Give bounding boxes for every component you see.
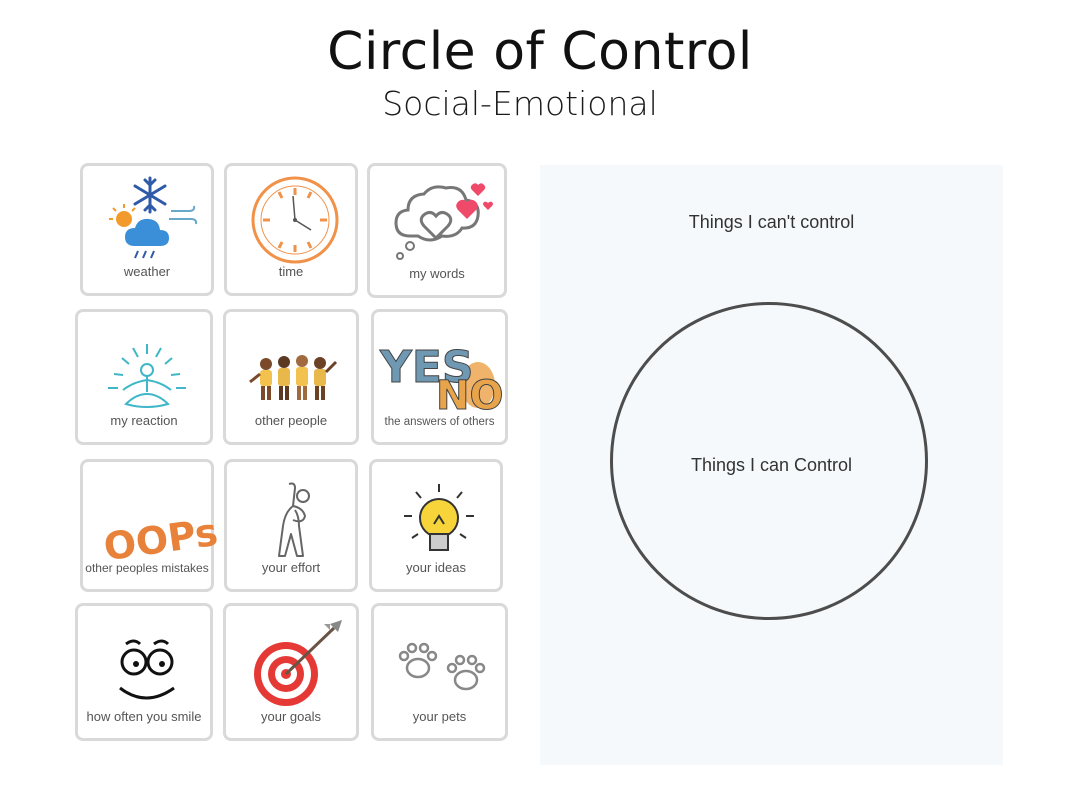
card-your-effort[interactable]: your effort — [224, 459, 358, 592]
thought-bubble-heart-icon — [394, 183, 493, 260]
control-panel: Things I can't control Things I can Cont… — [540, 165, 1003, 765]
card-label: how often you smile — [86, 709, 202, 724]
smiley-face-icon — [119, 639, 175, 700]
lightbulb-icon — [404, 484, 474, 551]
oops-icon: OOPs — [101, 510, 217, 569]
card-label: your ideas — [406, 560, 466, 575]
page-title: Circle of Control — [327, 22, 753, 82]
card-label: weather — [123, 264, 171, 279]
yes-art-text: YES — [379, 342, 474, 393]
card-label: your pets — [412, 709, 467, 724]
card-label: other people — [254, 413, 328, 428]
cant-control-label: Things I can't control — [688, 212, 855, 232]
paw-prints-icon — [398, 642, 486, 691]
card-time[interactable]: time — [224, 163, 358, 296]
circle-of-control — [610, 302, 928, 620]
meditating-person-icon — [108, 344, 186, 408]
card-other-people[interactable]: other people — [223, 309, 359, 445]
card-label: my reaction — [110, 413, 178, 428]
card-your-pets[interactable]: your pets — [371, 603, 508, 741]
card-label: your effort — [261, 560, 321, 575]
target-arrow-icon — [254, 620, 342, 706]
group-of-people-icon — [249, 355, 338, 400]
card-your-goals[interactable]: your goals — [223, 603, 359, 741]
stretching-person-icon — [278, 482, 310, 557]
card-label: other peoples mistakes — [85, 561, 209, 575]
page-subtitle: Social-Emotional — [382, 84, 658, 123]
weather-icon — [109, 176, 198, 259]
card-my-reaction[interactable]: my reaction — [75, 309, 213, 445]
clock-icon — [251, 176, 339, 264]
card-the-answers-of-others[interactable]: YES NO the answers of others — [371, 309, 508, 445]
card-label: your goals — [261, 709, 321, 724]
card-how-often-you-smile[interactable]: how often you smile — [75, 603, 213, 741]
yes-no-icon: YES NO — [379, 342, 504, 420]
no-art-text: NO — [436, 373, 503, 419]
card-your-ideas[interactable]: your ideas — [369, 459, 503, 592]
card-label: my words — [409, 266, 465, 281]
card-label: the answers of others — [384, 416, 495, 428]
card-weather[interactable]: weather — [80, 163, 214, 296]
card-other-peoples-mistakes[interactable]: OOPs other peoples mistakes — [80, 459, 217, 592]
can-control-label: Things I can Control — [690, 455, 853, 475]
card-label: time — [278, 264, 304, 279]
card-my-words[interactable]: my words — [367, 163, 507, 298]
